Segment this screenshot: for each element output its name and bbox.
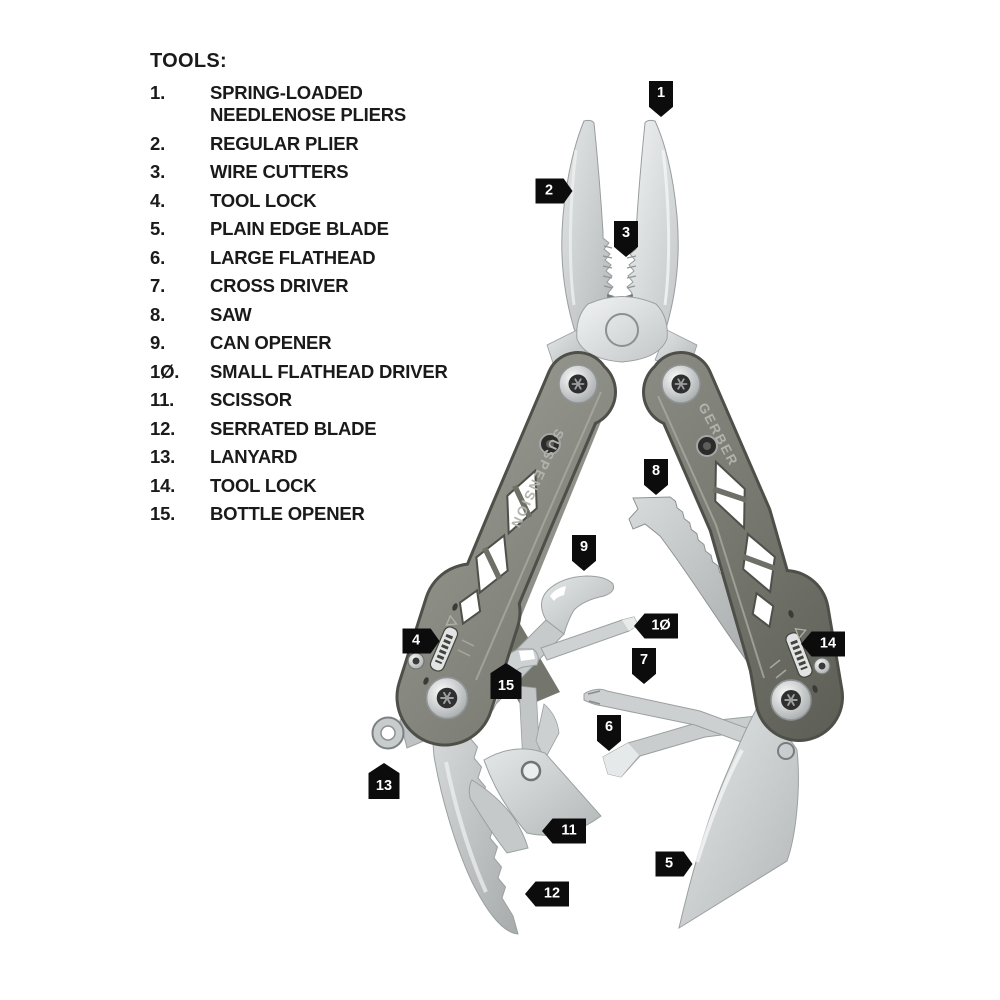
callout-marker-9: 9 [572,535,596,571]
tool-list-item: 1Ø. SMALL FLATHEAD DRIVER [150,361,500,383]
pliers-pivot-plate [576,296,668,363]
tool-number: 8. [150,303,166,325]
tool-label: CROSS DRIVER [210,275,349,296]
etch-marks [457,639,787,679]
tools-legend-title: TOOLS: [150,50,227,72]
tool-list-item: 2. REGULAR PLIER [150,133,500,155]
tool-list-item: 4. TOOL LOCK [150,190,500,212]
tool-list-item: 5. PLAIN EDGE BLADE [150,218,500,240]
callout-marker-15: 15 [490,663,522,699]
tool-label: TOOL LOCK [210,474,317,496]
tool-label: SMALL FLATHEAD DRIVER [210,360,448,382]
tool-number: 9. [150,332,166,353]
lock-arrow-etch [445,614,458,626]
tool-label: LARGE FLATHEAD [210,246,376,268]
callout-number: 4 [411,632,421,649]
tool-number: 2. [150,132,166,154]
callout-marker-7: 7 [632,648,656,684]
callout-number: 14 [819,635,837,652]
callout-marker-11: 11 [542,818,586,844]
tool-number: 1Ø. [150,360,180,382]
tool-list-item: 15. BOTTLE OPENER [150,503,500,525]
callout-number: 1 [656,85,666,102]
small-flathead-driver [540,616,639,661]
callout-number: 8 [651,463,661,480]
callout-number: 12 [543,885,561,902]
tool-list-item: 14. TOOL LOCK [150,475,500,497]
callout-number: 13 [375,778,393,795]
callout-number: 15 [497,678,515,695]
tool-list-item: 3. WIRE CUTTERS [150,161,500,183]
callout-marker-6: 6 [597,715,621,751]
tool-list-item: 6. LARGE FLATHEAD [150,247,500,269]
tool-number: 12. [150,417,176,439]
tool-number: 7. [150,275,166,296]
left-jaw [561,119,617,339]
callout-number: 6 [604,719,614,736]
callout-marker-10: 1Ø [634,613,678,639]
handle-vents [423,603,818,693]
tool-label: CAN OPENER [210,332,332,353]
tool-list-item: 11. SCISSOR [150,389,500,411]
tool-number: 4. [150,189,166,211]
tool-list-item: 7. CROSS DRIVER [150,275,500,297]
callout-marker-12: 12 [525,881,569,907]
tool-label: REGULAR PLIER [210,132,359,154]
scissors [468,685,602,854]
tool-list-item: 1. SPRING-LOADED NEEDLENOSE PLIERS [150,82,500,126]
callout-number: 3 [621,225,631,242]
pivot-circle [605,313,639,347]
scissors-pivot [520,760,542,782]
tools-list-items: 1. SPRING-LOADED NEEDLENOSE PLIERS 2. REGUL… [150,82,500,525]
callout-marker-4: 4 [402,628,440,654]
callout-marker-1: 1 [649,81,673,117]
callout-marker-14: 14 [801,631,845,657]
callout-marker-8: 8 [644,459,668,495]
tool-label: SPRING-LOADED NEEDLENOSE PLIERS [210,82,407,125]
tool-list-item: 9. CAN OPENER [150,332,500,354]
tool-list-item: 13. LANYARD [150,446,500,468]
callout-number: 2 [544,182,554,199]
tool-number: 11. [150,389,175,410]
tool-number: 14. [150,474,176,496]
tool-label: WIRE CUTTERS [210,161,349,182]
tool-number: 6. [150,246,166,268]
left-handle-cutouts [458,468,550,626]
callout-marker-13: 13 [368,763,400,799]
tool-number: 5. [150,218,166,239]
tool-label: LANYARD [210,446,298,467]
tool-number: 13. [150,446,176,467]
tool-list-item: 8. SAW [150,304,500,326]
tool-number: 1. [150,82,166,103]
callout-number: 7 [639,652,649,669]
callout-number: 11 [561,822,577,839]
callout-number: 5 [664,855,674,872]
tool-number: 15. [150,503,176,524]
callout-marker-2: 2 [535,178,573,204]
callout-number: 1Ø [651,617,671,634]
callout-marker-3: 3 [614,221,638,257]
tool-label: SERRATED BLADE [210,417,377,439]
tool-label: SCISSOR [210,389,292,410]
lock-arrow-etch [794,627,807,640]
tool-number: 3. [150,161,166,182]
callout-number: 9 [579,539,589,556]
callout-marker-5: 5 [655,851,693,877]
plain-edge-blade [678,707,799,930]
tools-legend: TOOLS: 1. SPRING-LOADED NEEDLENOSE PLIERS… [150,50,500,532]
tool-label: TOOL LOCK [210,189,317,211]
tool-list-item: 12. SERRATED BLADE [150,418,500,440]
right-handle-cutouts [701,459,786,629]
tool-label: PLAIN EDGE BLADE [210,218,389,239]
tool-label: SAW [210,303,252,325]
tool-label: BOTTLE OPENER [210,503,365,524]
